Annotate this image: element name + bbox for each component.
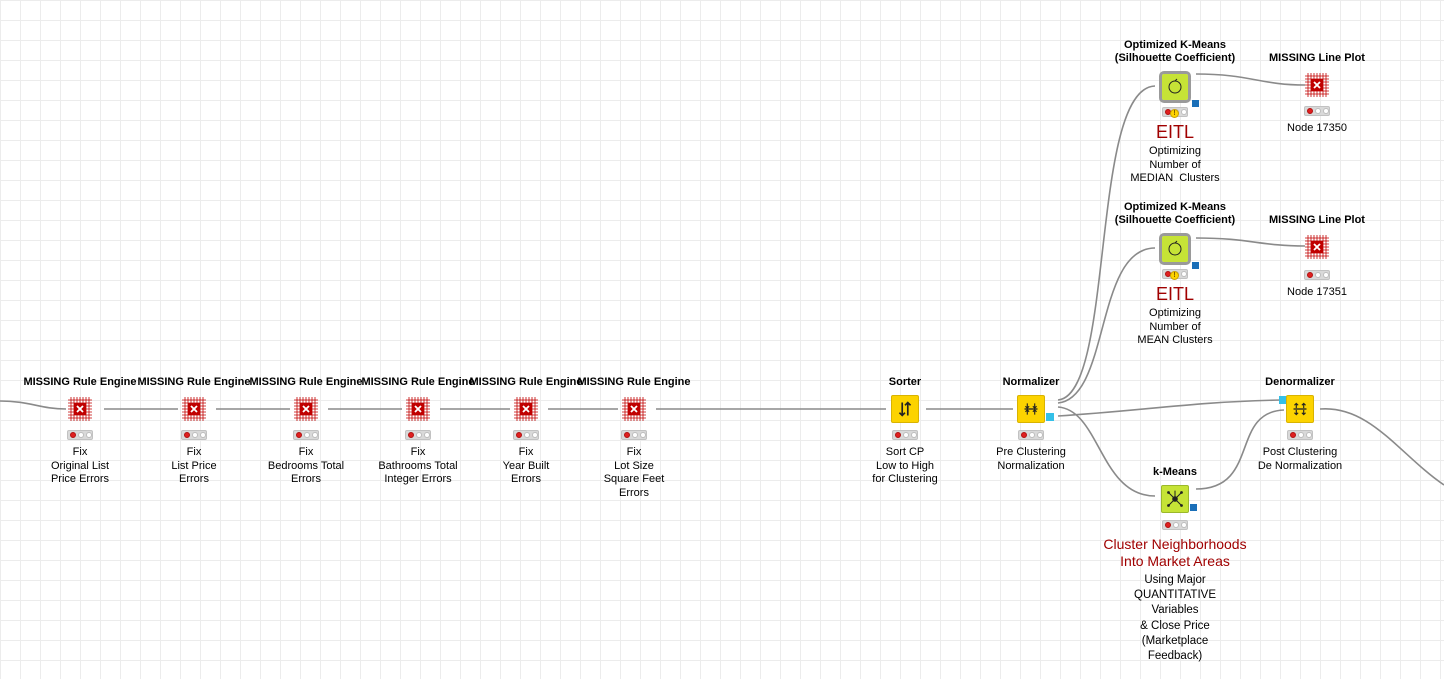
status-traffic-light xyxy=(892,430,918,440)
node-title: Optimized K-Means (Silhouette Coefficien… xyxy=(1114,201,1236,226)
normalizer-icon[interactable] xyxy=(1017,395,1045,423)
node-title: MISSING Rule Engine xyxy=(577,376,691,388)
node-title: MISSING Rule Engine xyxy=(137,376,251,388)
status-traffic-light xyxy=(513,430,539,440)
annotation-eitl-mean: EITL xyxy=(1155,284,1194,304)
annotation-cluster-neighborhoods: Cluster Neighborhoods Into Market Areas xyxy=(1103,536,1247,569)
warning-icon[interactable]: ! xyxy=(1170,271,1179,280)
k-means-icon[interactable] xyxy=(1161,485,1189,513)
wire-input-to-rule1 xyxy=(0,400,67,410)
rule-engine-missing-icon[interactable] xyxy=(514,397,538,421)
node-description: Post Clustering De Normalization xyxy=(1257,446,1343,472)
node-title: Denormalizer xyxy=(1265,376,1335,388)
annotation-eitl-median: EITL xyxy=(1155,122,1194,142)
rule-engine-missing-icon[interactable] xyxy=(294,397,318,421)
status-traffic-light xyxy=(181,430,207,440)
node-title: MISSING Rule Engine xyxy=(23,376,137,388)
optimized-k-means-median-description: Optimizing Number of MEDIAN Clusters xyxy=(1130,145,1220,184)
node-description: Fix Bathrooms Total Integer Errors xyxy=(378,446,458,485)
status-traffic-light xyxy=(1018,430,1044,440)
line-plot-missing-icon[interactable] xyxy=(1305,73,1329,97)
rule-engine-missing-icon[interactable] xyxy=(622,397,646,421)
status-traffic-light xyxy=(1304,270,1330,280)
node-description: Fix List Price Errors xyxy=(171,446,217,485)
node-title: MISSING Rule Engine xyxy=(249,376,363,388)
node-title: MISSING Rule Engine xyxy=(361,376,475,388)
status-traffic-light xyxy=(67,430,93,440)
wire-okm1-to-lineplot1 xyxy=(1195,73,1306,86)
status-traffic-light xyxy=(621,430,647,440)
pmml-output-port[interactable] xyxy=(1190,504,1197,511)
status-traffic-light xyxy=(293,430,319,440)
optimized-k-means-icon[interactable] xyxy=(1159,71,1191,103)
node-title: MISSING Line Plot xyxy=(1269,52,1365,64)
model-input-port[interactable] xyxy=(1279,396,1287,404)
sorter-icon[interactable] xyxy=(891,395,919,423)
node-title: Normalizer xyxy=(1002,376,1060,388)
node-title: MISSING Line Plot xyxy=(1269,214,1365,226)
status-traffic-light xyxy=(1304,106,1330,116)
node-title: k-Means xyxy=(1152,466,1198,478)
wire-okm2-to-lineplot2 xyxy=(1195,237,1306,247)
node-description: Fix Original List Price Errors xyxy=(50,446,110,485)
node-title: Sorter xyxy=(888,376,922,388)
k-means-description: Using Major QUANTITATIVE Variables & Clo… xyxy=(1134,574,1216,663)
optimized-k-means-icon[interactable] xyxy=(1159,233,1191,265)
rule-engine-missing-icon[interactable] xyxy=(182,397,206,421)
optimized-k-means-mean-description: Optimizing Number of MEAN Clusters xyxy=(1137,307,1213,346)
status-traffic-light xyxy=(1287,430,1313,440)
pmml-output-port[interactable] xyxy=(1192,262,1199,269)
node-description: Fix Bedrooms Total Errors xyxy=(267,446,345,485)
node-description: Node 17350 xyxy=(1287,122,1347,134)
node-description: Fix Lot Size Square Feet Errors xyxy=(603,446,665,499)
rule-engine-missing-icon[interactable] xyxy=(68,397,92,421)
rule-engine-missing-icon[interactable] xyxy=(406,397,430,421)
warning-icon[interactable]: ! xyxy=(1170,109,1179,118)
wire-normalizer-to-denormalizer xyxy=(1057,399,1282,417)
node-description: Sort CP Low to High for Clustering xyxy=(872,446,938,485)
model-output-port[interactable] xyxy=(1046,413,1054,421)
pmml-output-port[interactable] xyxy=(1192,100,1199,107)
status-traffic-light xyxy=(1162,520,1188,530)
status-traffic-light xyxy=(405,430,431,440)
node-title: Optimized K-Means (Silhouette Coefficien… xyxy=(1114,39,1236,64)
node-title: MISSING Rule Engine xyxy=(469,376,583,388)
denormalizer-icon[interactable] xyxy=(1286,395,1314,423)
node-description: Node 17351 xyxy=(1287,286,1347,298)
node-description: Fix Year Built Errors xyxy=(502,446,550,485)
line-plot-missing-icon[interactable] xyxy=(1305,235,1329,259)
node-description: Pre Clustering Normalization xyxy=(996,446,1066,472)
